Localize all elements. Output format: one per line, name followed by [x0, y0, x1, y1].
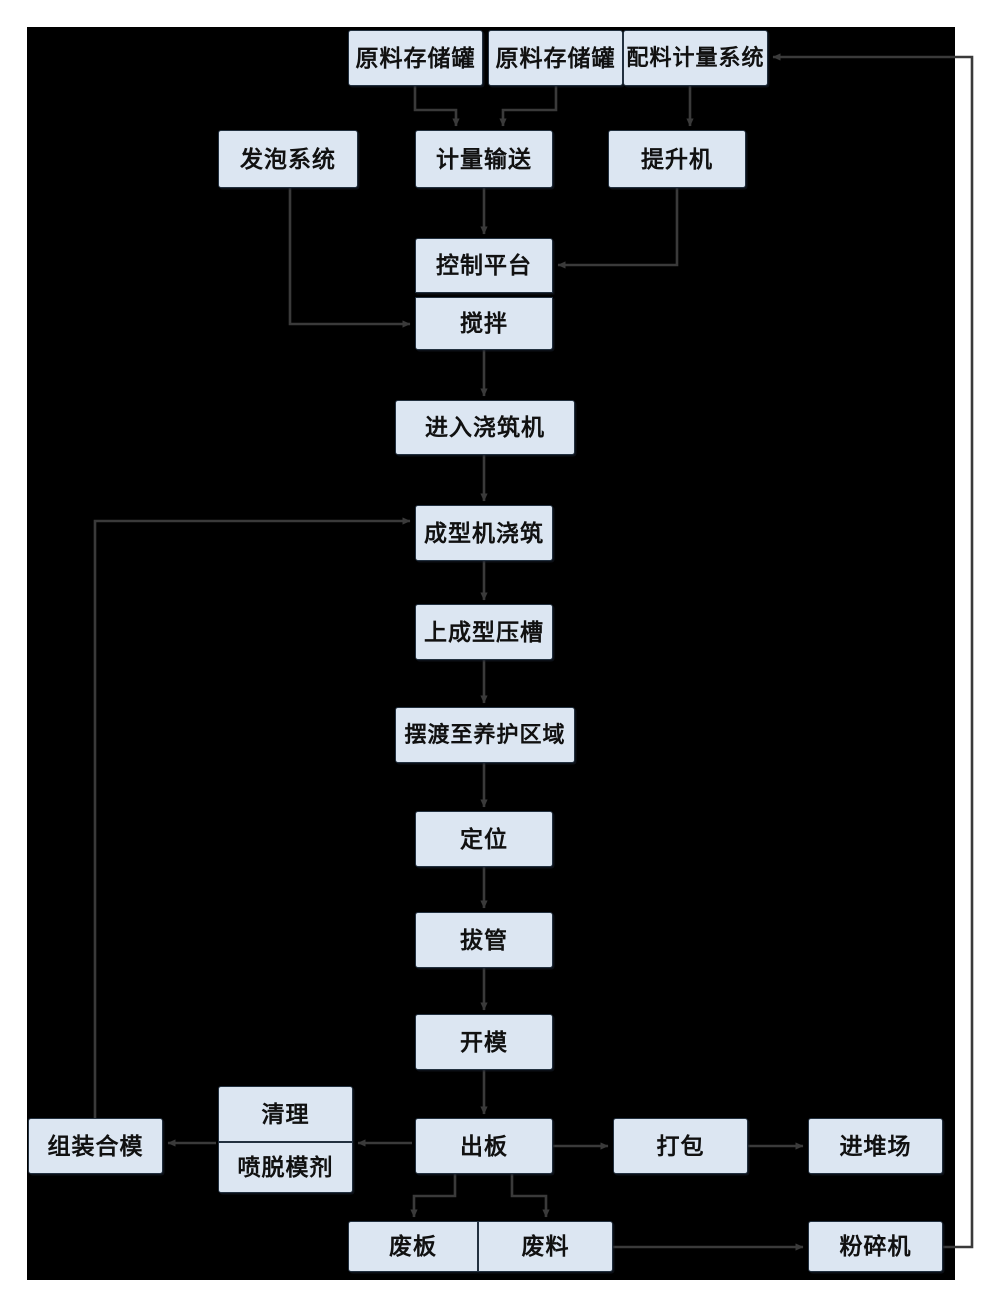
- node-label: 定位: [460, 826, 508, 852]
- node-label: 废料: [521, 1234, 570, 1259]
- node-elevator[interactable]: 提升机: [608, 130, 746, 188]
- node-pull-tube[interactable]: 拔管: [415, 912, 553, 968]
- node-label: 废板: [389, 1234, 437, 1259]
- node-forming-machine-casting[interactable]: 成型机浇筑: [415, 505, 553, 561]
- node-label: 进堆场: [839, 1133, 912, 1159]
- node-waste-board[interactable]: 废板: [348, 1221, 478, 1272]
- node-label: 原料存储罐: [495, 45, 616, 71]
- node-to-stockyard[interactable]: 进堆场: [808, 1118, 943, 1174]
- node-cleaning[interactable]: 清理: [218, 1086, 353, 1142]
- node-raw-material-tank-2[interactable]: 原料存储罐: [488, 30, 623, 86]
- node-crusher[interactable]: 粉碎机: [808, 1221, 943, 1272]
- node-upper-forming-press-groove[interactable]: 上成型压槽: [415, 604, 553, 660]
- node-positioning[interactable]: 定位: [415, 811, 553, 867]
- node-label: 开模: [460, 1029, 508, 1055]
- node-raw-material-tank-1[interactable]: 原料存储罐: [348, 30, 483, 86]
- node-label: 提升机: [641, 146, 713, 172]
- node-label: 组装合模: [47, 1133, 144, 1159]
- node-control-platform[interactable]: 控制平台: [415, 238, 553, 293]
- node-label: 控制平台: [436, 253, 532, 278]
- node-metering-conveying[interactable]: 计量输送: [415, 130, 553, 188]
- node-label: 打包: [656, 1133, 705, 1159]
- node-label: 配料计量系统: [626, 45, 765, 70]
- node-label: 摆渡至养护区域: [404, 722, 566, 747]
- node-label: 拔管: [460, 927, 508, 953]
- node-mixing[interactable]: 搅拌: [415, 297, 553, 350]
- node-label: 进入浇筑机: [425, 415, 545, 440]
- node-assemble-mold[interactable]: 组装合模: [28, 1118, 163, 1174]
- node-label: 原料存储罐: [355, 45, 476, 71]
- node-label: 计量输送: [436, 146, 532, 172]
- node-foaming-system[interactable]: 发泡系统: [218, 130, 358, 188]
- node-label: 发泡系统: [240, 146, 336, 172]
- node-label: 喷脱模剂: [237, 1155, 334, 1180]
- node-ferry-to-curing-area[interactable]: 摆渡至养护区域: [395, 707, 575, 763]
- node-board-out[interactable]: 出板: [415, 1118, 553, 1174]
- node-packing[interactable]: 打包: [613, 1118, 748, 1174]
- node-label: 搅拌: [460, 311, 508, 336]
- node-label: 成型机浇筑: [424, 520, 544, 546]
- node-label: 清理: [261, 1101, 310, 1127]
- node-spray-release-agent[interactable]: 喷脱模剂: [218, 1142, 353, 1193]
- node-label: 上成型压槽: [424, 619, 544, 645]
- node-label: 出板: [460, 1133, 508, 1159]
- node-waste-material[interactable]: 废料: [478, 1221, 613, 1272]
- node-batching-metering-system[interactable]: 配料计量系统: [623, 30, 768, 86]
- node-demolding[interactable]: 开模: [415, 1014, 553, 1070]
- node-label: 粉碎机: [839, 1234, 912, 1259]
- node-enter-casting-machine[interactable]: 进入浇筑机: [395, 400, 575, 455]
